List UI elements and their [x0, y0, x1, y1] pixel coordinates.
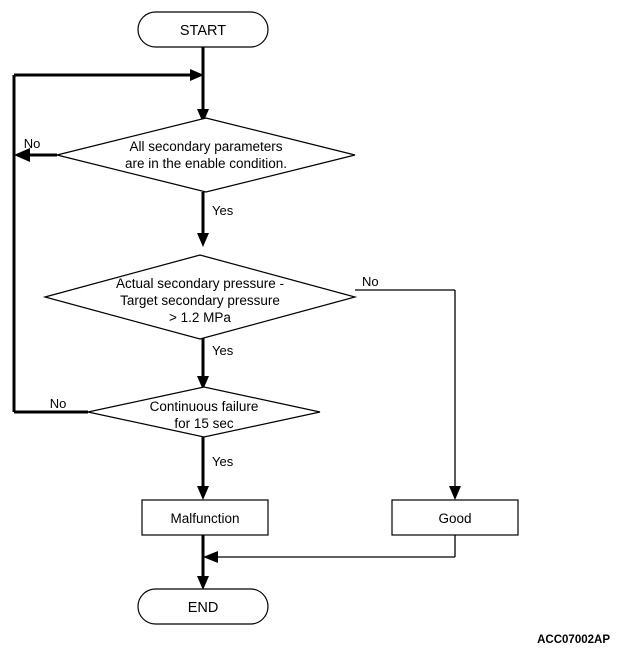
decision1-line1: All secondary parameters: [129, 139, 282, 154]
decision3-line1: Continuous failure: [150, 399, 259, 414]
connector-feedback-loop: [12, 69, 204, 412]
connector-decision1-yes: [197, 192, 209, 247]
decision1-no-label: No: [24, 136, 41, 151]
decision1-yes-label: Yes: [212, 203, 234, 218]
decision3-line2: for 15 sec: [174, 416, 234, 431]
good-label: Good: [438, 511, 471, 526]
decision2-no-label: No: [362, 274, 379, 289]
node-end: END: [137, 588, 269, 625]
node-malfunction: Malfunction: [141, 499, 269, 536]
node-good: Good: [391, 499, 519, 536]
connector-decision1-no: [14, 148, 57, 162]
decision3-yes-label: Yes: [212, 454, 234, 469]
node-decision-pressure-difference: Actual secondary pressure - Target secon…: [42, 254, 358, 340]
decision2-line3: > 1.2 MPa: [169, 310, 231, 325]
connector-good-to-merge: [203, 535, 456, 563]
decision3-no-label: No: [50, 396, 67, 411]
decision2-line2: Target secondary pressure: [120, 293, 280, 308]
end-label: END: [188, 600, 219, 616]
node-decision-secondary-parameters: All secondary parameters are in the enab…: [56, 117, 356, 193]
connector-decision2-yes: [197, 335, 209, 390]
reference-code: ACC07002AP: [537, 634, 610, 646]
decision1-line2: are in the enable condition.: [125, 156, 287, 171]
decision2-line1: Actual secondary pressure -: [116, 276, 284, 291]
connector-start-to-decision1: [197, 47, 209, 123]
connector-decision3-yes: [197, 437, 209, 500]
malfunction-label: Malfunction: [170, 511, 239, 526]
node-start: START: [137, 11, 269, 48]
connector-malfunction-to-end: [197, 535, 209, 590]
connector-decision2-no: [355, 289, 461, 500]
start-label: START: [180, 23, 226, 39]
decision2-yes-label: Yes: [212, 343, 234, 358]
node-decision-continuous-failure: Continuous failure for 15 sec: [87, 386, 321, 438]
